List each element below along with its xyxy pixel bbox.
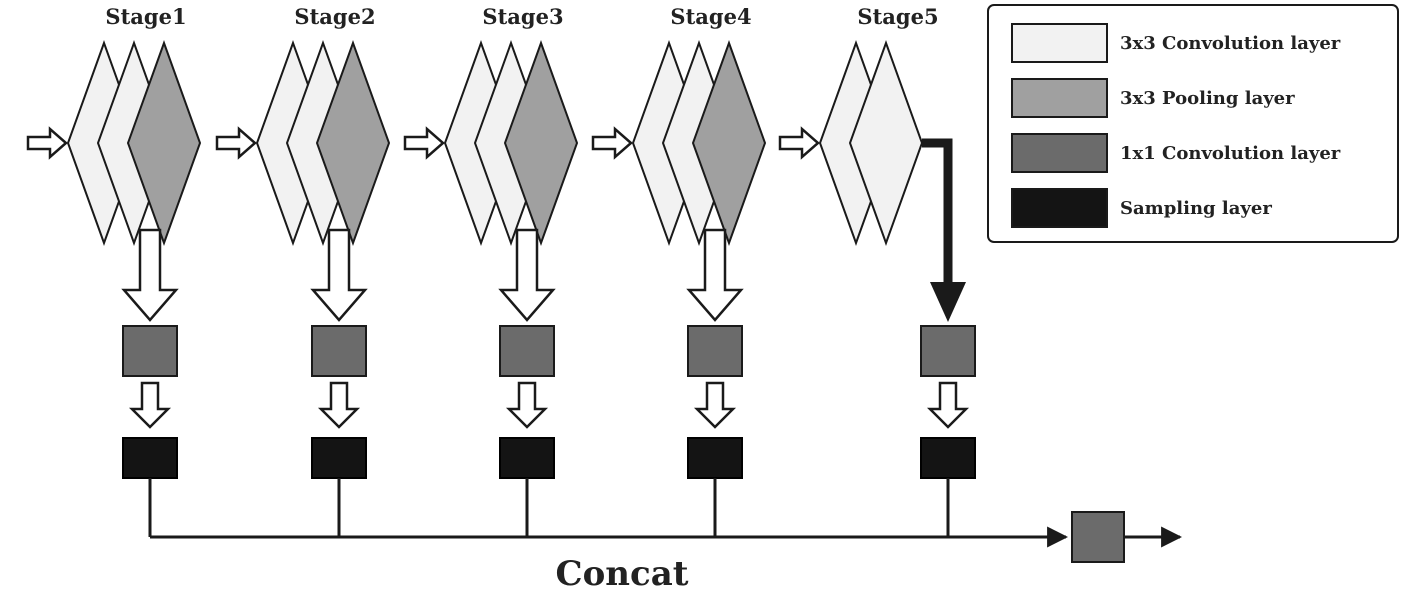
stage-title: Stage3 <box>482 4 563 29</box>
legend: 3x3 Convolution layer 3x3 Pooling layer 1x… <box>987 4 1399 243</box>
legend-swatch <box>1011 78 1108 118</box>
elbow-arrow-line <box>922 138 953 285</box>
small-down-arrow <box>128 381 172 429</box>
small-down-arrow <box>926 381 970 429</box>
side-outputs-group <box>121 138 976 537</box>
stage-2: Stage2 <box>215 4 391 246</box>
stage-5-side-output <box>920 138 976 537</box>
stage-title: Stage5 <box>857 4 938 29</box>
conv3x3-layer <box>848 40 924 246</box>
legend-label: 3x3 Pooling layer <box>1120 88 1295 109</box>
stages-group: Stage1 Stage2 Stage3 Stage4 Stage5 <box>26 4 939 246</box>
conv1x1-block <box>920 325 976 377</box>
conv1x1-block <box>122 325 178 377</box>
down-arrow <box>498 228 556 322</box>
conv1x1-block <box>499 325 555 377</box>
stage-input-arrow <box>591 126 633 160</box>
down-arrow <box>686 228 744 322</box>
concat-label: Concat <box>556 554 689 590</box>
stage-input-arrow <box>215 126 257 160</box>
stage-1-side-output <box>121 228 179 537</box>
stage-title: Stage2 <box>294 4 375 29</box>
sampling-block <box>499 437 555 479</box>
pooling-layer <box>315 40 391 246</box>
stage-title: Stage1 <box>105 4 186 29</box>
concat-bus: Concat <box>150 511 1183 590</box>
stage-3-side-output <box>498 228 556 537</box>
stage-4: Stage4 <box>591 4 767 246</box>
legend-label: 1x1 Convolution layer <box>1120 143 1341 164</box>
legend-item: 1x1 Convolution layer <box>1011 133 1341 173</box>
elbow-arrow-head <box>930 282 966 322</box>
stage-title: Stage4 <box>670 4 751 29</box>
legend-box <box>987 4 1399 243</box>
pooling-layer <box>503 40 579 246</box>
down-arrow <box>121 228 179 322</box>
stage-3: Stage3 <box>403 4 579 246</box>
stage-input-arrow <box>403 126 445 160</box>
stage-2-side-output <box>310 228 368 537</box>
down-arrow <box>310 228 368 322</box>
stage-input-arrow <box>778 126 820 160</box>
concat-conv-block <box>1071 511 1125 563</box>
legend-swatch <box>1011 188 1108 228</box>
legend-swatch <box>1011 23 1108 63</box>
sampling-block <box>687 437 743 479</box>
conv1x1-block <box>687 325 743 377</box>
pooling-layer <box>126 40 202 246</box>
sampling-block <box>920 437 976 479</box>
stage-1: Stage1 <box>26 4 202 246</box>
stage-5: Stage5 <box>778 4 939 246</box>
legend-label: 3x3 Convolution layer <box>1120 33 1341 54</box>
sampling-block <box>311 437 367 479</box>
pooling-layer <box>691 40 767 246</box>
small-down-arrow <box>317 381 361 429</box>
stage-4-side-output <box>686 228 744 537</box>
small-down-arrow <box>693 381 737 429</box>
sampling-block <box>122 437 178 479</box>
legend-item: Sampling layer <box>1011 188 1272 228</box>
small-down-arrow <box>505 381 549 429</box>
stage-input-arrow <box>26 126 68 160</box>
legend-swatch <box>1011 133 1108 173</box>
legend-item: 3x3 Pooling layer <box>1011 78 1295 118</box>
legend-item: 3x3 Convolution layer <box>1011 23 1341 63</box>
conv1x1-block <box>311 325 367 377</box>
legend-label: Sampling layer <box>1120 198 1272 219</box>
